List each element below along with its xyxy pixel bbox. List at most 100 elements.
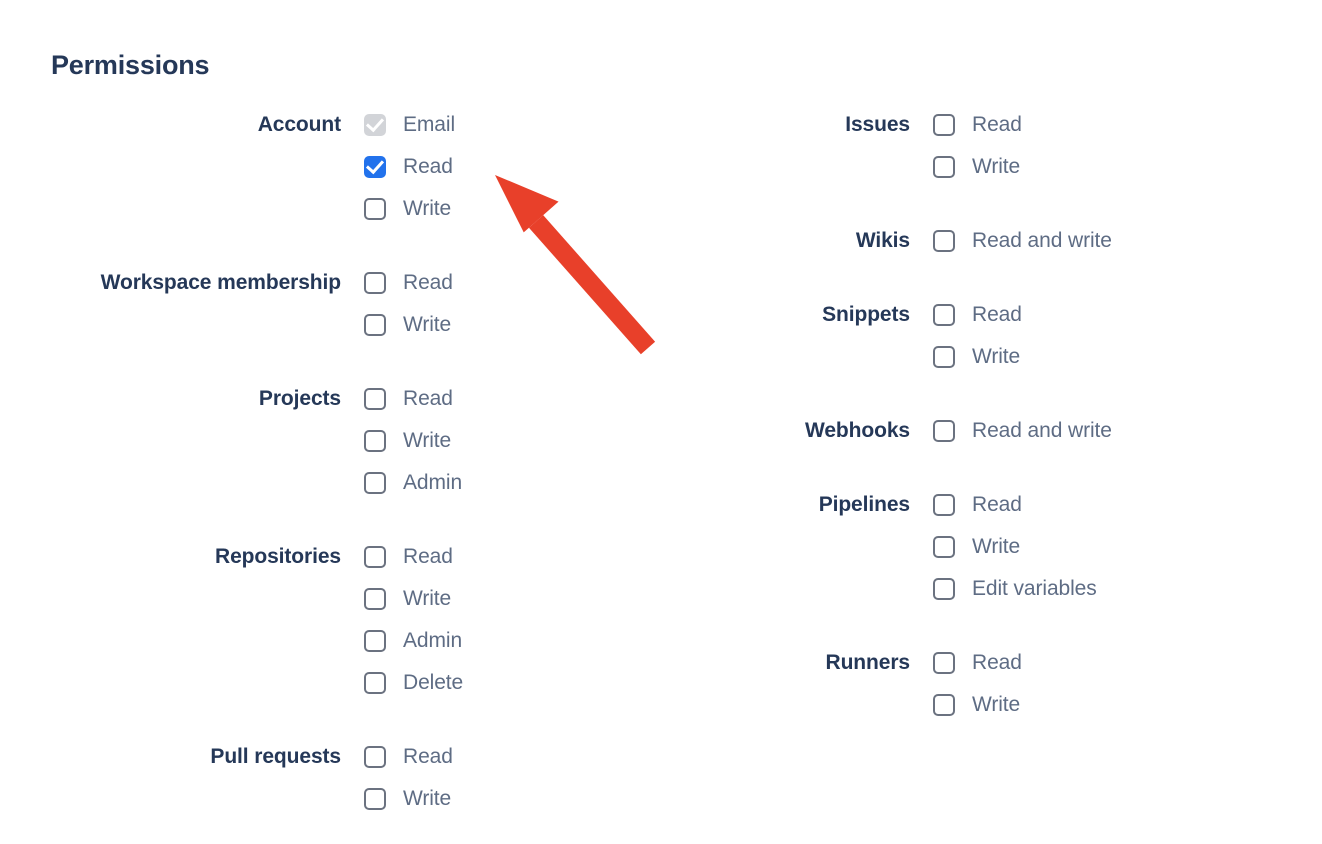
checkbox-label: Admin (403, 629, 463, 652)
checkbox-label: Read (972, 493, 1022, 516)
permission-group-label: Wikis (855, 229, 910, 252)
checkbox-issues-read[interactable] (933, 114, 955, 136)
checkbox-runners-read[interactable] (933, 652, 955, 674)
checkbox-snippets-write[interactable] (933, 346, 955, 368)
checkbox-row-repositories-delete[interactable]: Delete (364, 662, 620, 704)
checkbox-row-workspace-membership-read[interactable]: Read (364, 262, 620, 304)
permission-group-label: Projects (258, 387, 341, 410)
checkbox-repositories-read[interactable] (364, 546, 386, 568)
checkbox-row-repositories-read[interactable]: Read (364, 536, 620, 578)
checkbox-label: Read and write (972, 229, 1112, 252)
checkbox-projects-admin[interactable] (364, 472, 386, 494)
checkbox-account-write[interactable] (364, 198, 386, 220)
checkbox-row-pull-requests-read[interactable]: Read (364, 736, 620, 778)
permission-group-label: Repositories (215, 545, 341, 568)
checkbox-label: Admin (403, 471, 463, 494)
permission-group-webhooks: Webhooks Read and write (600, 410, 1300, 452)
checkbox-label: Write (972, 693, 1021, 716)
checkbox-label: Edit variables (972, 577, 1097, 600)
checkbox-row-snippets-write[interactable]: Write (933, 336, 1300, 378)
checkbox-workspace-membership-write[interactable] (364, 314, 386, 336)
permission-group-wikis: Wikis Read and write (600, 220, 1300, 262)
checkbox-row-account-read[interactable]: Read (364, 146, 620, 188)
checkbox-row-pipelines-write[interactable]: Write (933, 526, 1300, 568)
checkbox-projects-write[interactable] (364, 430, 386, 452)
permission-group-label: Runners (825, 651, 911, 674)
checkbox-label: Read and write (972, 419, 1112, 442)
checkbox-label: Write (972, 535, 1021, 558)
checkbox-projects-read[interactable] (364, 388, 386, 410)
permission-group-options: Read and write (933, 410, 1300, 452)
checkmark-icon (365, 113, 385, 133)
permission-group-label: Account (257, 113, 341, 136)
checkbox-pull-requests-read[interactable] (364, 746, 386, 768)
permission-group-label: Webhooks (805, 419, 910, 442)
checkbox-issues-write[interactable] (933, 156, 955, 178)
checkbox-pipelines-write[interactable] (933, 536, 955, 558)
checkbox-label: Email (403, 113, 456, 136)
checkbox-account-email (364, 113, 386, 136)
checkbox-row-runners-write[interactable]: Write (933, 684, 1300, 726)
checkbox-webhooks-read-and-write[interactable] (933, 420, 955, 442)
checkbox-row-issues-write[interactable]: Write (933, 146, 1300, 188)
checkbox-repositories-delete[interactable] (364, 672, 386, 694)
checkbox-repositories-write[interactable] (364, 588, 386, 610)
checkbox-row-issues-read[interactable]: Read (933, 104, 1300, 146)
checkbox-row-account-email[interactable]: Email (364, 104, 620, 146)
checkbox-label: Write (972, 345, 1021, 368)
checkbox-row-projects-admin[interactable]: Admin (364, 462, 620, 504)
checkbox-label: Read (972, 303, 1022, 326)
checkbox-snippets-read[interactable] (933, 304, 955, 326)
page-title: Permissions (51, 50, 210, 80)
checkbox-pipelines-edit-variables[interactable] (933, 578, 955, 600)
checkbox-pipelines-read[interactable] (933, 494, 955, 516)
checkbox-pull-requests-write[interactable] (364, 788, 386, 810)
checkbox-row-account-write[interactable]: Write (364, 188, 620, 230)
checkbox-row-projects-write[interactable]: Write (364, 420, 620, 462)
checkbox-row-projects-read[interactable]: Read (364, 378, 620, 420)
checkbox-row-repositories-write[interactable]: Write (364, 578, 620, 620)
checkbox-row-pipelines-edit-variables[interactable]: Edit variables (933, 568, 1300, 610)
checkbox-label: Read (972, 113, 1022, 136)
checkbox-row-pull-requests-write[interactable]: Write (364, 778, 620, 820)
checkbox-row-wikis-read-and-write[interactable]: Read and write (933, 220, 1300, 262)
permission-group-options: Read and write (933, 220, 1300, 262)
checkbox-label: Write (403, 587, 452, 610)
checkbox-row-repositories-admin[interactable]: Admin (364, 620, 620, 662)
checkbox-account-read[interactable] (364, 155, 386, 178)
checkbox-label: Write (403, 313, 452, 336)
checkbox-wikis-read-and-write[interactable] (933, 230, 955, 252)
checkbox-runners-write[interactable] (933, 694, 955, 716)
checkbox-label: Delete (403, 671, 464, 694)
checkbox-row-webhooks-read-and-write[interactable]: Read and write (933, 410, 1300, 452)
checkbox-label: Read (403, 387, 453, 410)
checkbox-label: Read (972, 651, 1022, 674)
permission-group-label: Workspace membership (100, 271, 341, 294)
checkbox-row-snippets-read[interactable]: Read (933, 294, 1300, 336)
checkbox-row-runners-read[interactable]: Read (933, 642, 1300, 684)
checkbox-workspace-membership-read[interactable] (364, 272, 386, 294)
checkbox-row-pipelines-read[interactable]: Read (933, 484, 1300, 526)
checkbox-row-workspace-membership-write[interactable]: Write (364, 304, 620, 346)
checkbox-label: Write (403, 787, 452, 810)
checkbox-label: Write (972, 155, 1021, 178)
checkbox-label: Write (403, 429, 452, 452)
permission-group-label: Pull requests (210, 745, 341, 768)
checkbox-repositories-admin[interactable] (364, 630, 386, 652)
